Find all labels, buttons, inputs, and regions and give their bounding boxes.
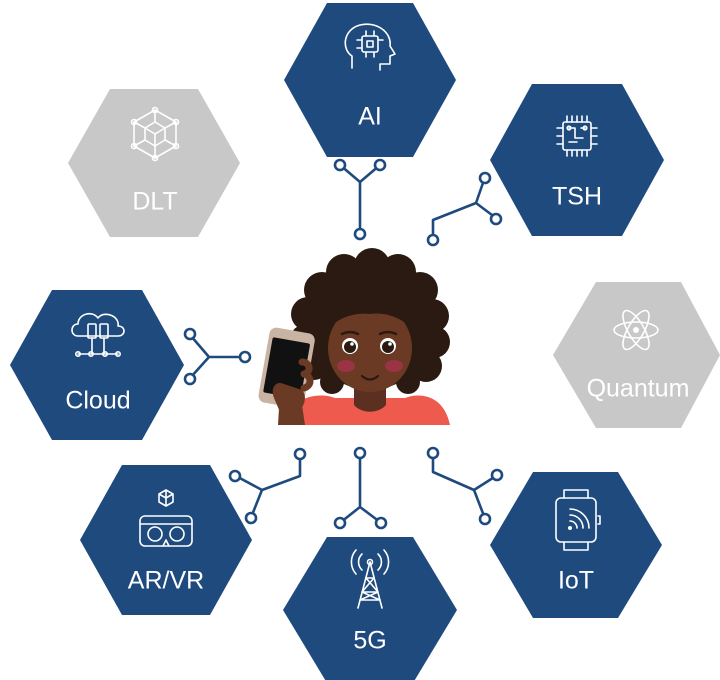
hex-node-iot[interactable]: IoT <box>490 472 662 618</box>
hex-dlt-label: DLT <box>132 188 177 216</box>
ai-head-chip-icon <box>344 23 396 71</box>
person-eyes <box>340 330 398 354</box>
hex-node-arvr[interactable]: AR/VR <box>80 465 252 615</box>
circuit-chip-icon <box>556 115 598 157</box>
person-mouth <box>360 374 380 381</box>
connector-iot <box>426 446 504 526</box>
hex-cloud-label: Cloud <box>65 387 130 415</box>
hex-iot-label: IoT <box>558 567 594 595</box>
hex-node-tsh[interactable]: TSH <box>490 84 664 236</box>
hex-ai-shape <box>284 3 456 157</box>
hex-arvr-label: AR/VR <box>128 567 204 595</box>
connector-arvr <box>228 447 307 525</box>
hex-dlt-shape <box>68 89 240 237</box>
person-cheek-left <box>337 360 355 372</box>
hex-quantum-shape <box>553 282 720 428</box>
hex-node-quantum[interactable]: Quantum <box>553 282 720 428</box>
atom-icon <box>613 309 659 351</box>
cloud-server-icon <box>71 312 125 358</box>
connector-5g <box>333 446 388 530</box>
hex-node-cloud[interactable]: Cloud <box>10 290 184 440</box>
hex-iot-shape <box>490 472 662 618</box>
hex-5g-label: 5G <box>353 627 386 655</box>
person-with-phone-icon <box>258 248 450 425</box>
blockchain-cube-icon <box>130 106 180 162</box>
connector-cloud <box>183 327 252 386</box>
vr-headset-icon <box>139 489 193 547</box>
hex-tsh-shape <box>490 84 664 236</box>
hex-cloud-shape <box>10 290 184 440</box>
hex-node-5g[interactable]: 5G <box>283 537 457 680</box>
person-hand <box>272 382 305 412</box>
hex-node-dlt[interactable]: DLT <box>68 89 240 237</box>
hex-node-ai[interactable]: AI <box>284 3 456 157</box>
hex-quantum-label: Quantum <box>587 375 690 403</box>
person-fringe <box>326 295 414 330</box>
hex-ai-label: AI <box>358 103 382 131</box>
person-fingers <box>298 358 314 392</box>
hex-5g-shape <box>283 537 457 680</box>
connector-ai <box>333 158 387 241</box>
connector-tsh <box>426 171 503 247</box>
hex-tsh-label: TSH <box>552 183 602 211</box>
person-cheek-right <box>385 360 403 372</box>
smartwatch-icon <box>555 489 601 551</box>
antenna-tower-icon <box>350 549 390 609</box>
